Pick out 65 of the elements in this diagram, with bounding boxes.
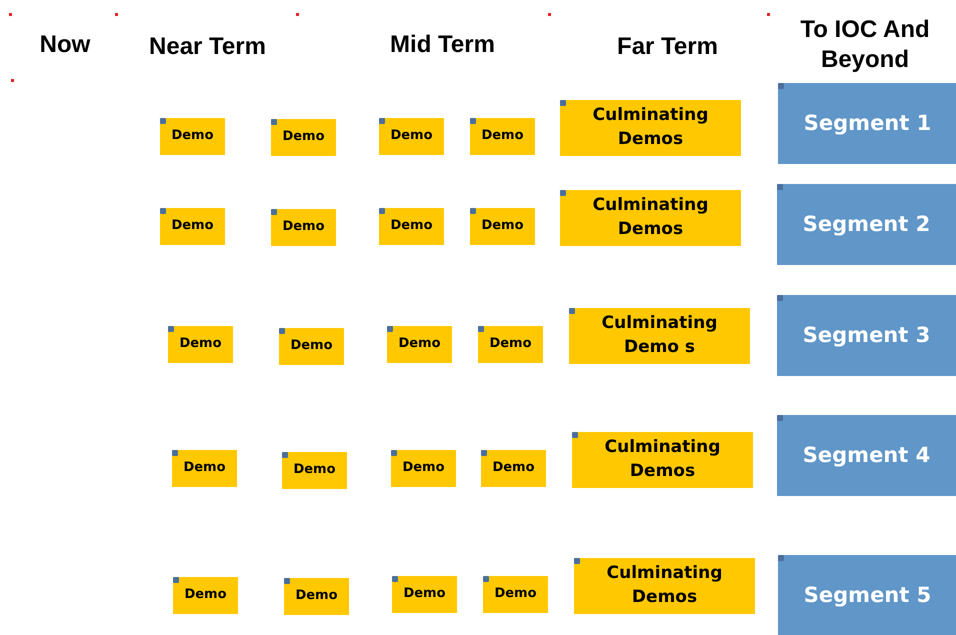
box-label: Demo (398, 335, 441, 354)
segment-box (777, 184, 956, 265)
box-label: Demo (295, 587, 338, 606)
box-label: Culminating Demos (606, 562, 724, 609)
box-label: Culminating Demo s (600, 312, 718, 359)
box-label: Segment 1 (804, 110, 932, 137)
segment-box (777, 295, 956, 376)
box-label: Culminating Demos (592, 104, 710, 151)
culminating-demo-box (560, 190, 741, 246)
demo-box (168, 326, 233, 363)
culminating-demo-box (569, 308, 750, 364)
box-label: Demo (481, 217, 524, 236)
box-label: Demo (489, 335, 532, 354)
box-label: Demo (494, 585, 537, 604)
demo-box (478, 326, 543, 363)
column-heading: To IOC And Beyond (799, 15, 931, 75)
box-label: Demo (171, 217, 214, 236)
culminating-demo-box (572, 432, 753, 488)
demo-box (379, 118, 444, 155)
demo-box (172, 450, 237, 487)
column-heading: Now (38, 30, 92, 60)
demo-box (271, 209, 336, 246)
box-label: Demo (390, 217, 433, 236)
column-heading: Far Term (616, 32, 719, 62)
box-label: Demo (179, 335, 222, 354)
box-label: Demo (282, 218, 325, 236)
demo-box (391, 450, 456, 487)
demo-box (284, 578, 349, 615)
demo-box (173, 577, 238, 614)
demo-box (160, 208, 225, 245)
box-label: Segment 2 (802, 210, 930, 238)
segment-box (778, 555, 956, 635)
box-label: Culminating Demos (604, 436, 722, 483)
column-heading: Near Term (148, 32, 267, 62)
box-label: Demo (282, 128, 325, 146)
box-label: Demo (290, 337, 333, 356)
box-label: Demo (402, 459, 445, 478)
demo-box (387, 326, 452, 363)
box-label: Demo (293, 461, 336, 480)
demo-box (279, 328, 344, 365)
demo-box (470, 118, 535, 155)
box-label: Demo (492, 459, 535, 478)
segment-box (778, 83, 956, 164)
demo-box (271, 119, 336, 156)
box-label: Demo (171, 127, 214, 146)
box-label: Demo (390, 127, 433, 146)
box-label: Segment 5 (804, 582, 932, 609)
segment-box (777, 415, 956, 496)
box-label: Demo (183, 459, 226, 478)
box-label: Demo (481, 127, 524, 146)
demo-box (483, 576, 548, 613)
box-label: Segment 3 (802, 322, 930, 349)
column-heading: Mid Term (389, 30, 496, 60)
box-label: Demo (403, 585, 446, 604)
box-label: Culminating Demos (592, 194, 710, 241)
box-label: Segment 4 (802, 442, 930, 469)
culminating-demo-box (574, 558, 755, 614)
demo-box (160, 118, 225, 155)
demo-box (282, 452, 347, 489)
culminating-demo-box (560, 100, 741, 156)
demo-box (481, 450, 546, 487)
demo-box (379, 208, 444, 245)
demo-box (470, 208, 535, 245)
box-label: Demo (184, 586, 227, 604)
demo-box (392, 576, 457, 613)
